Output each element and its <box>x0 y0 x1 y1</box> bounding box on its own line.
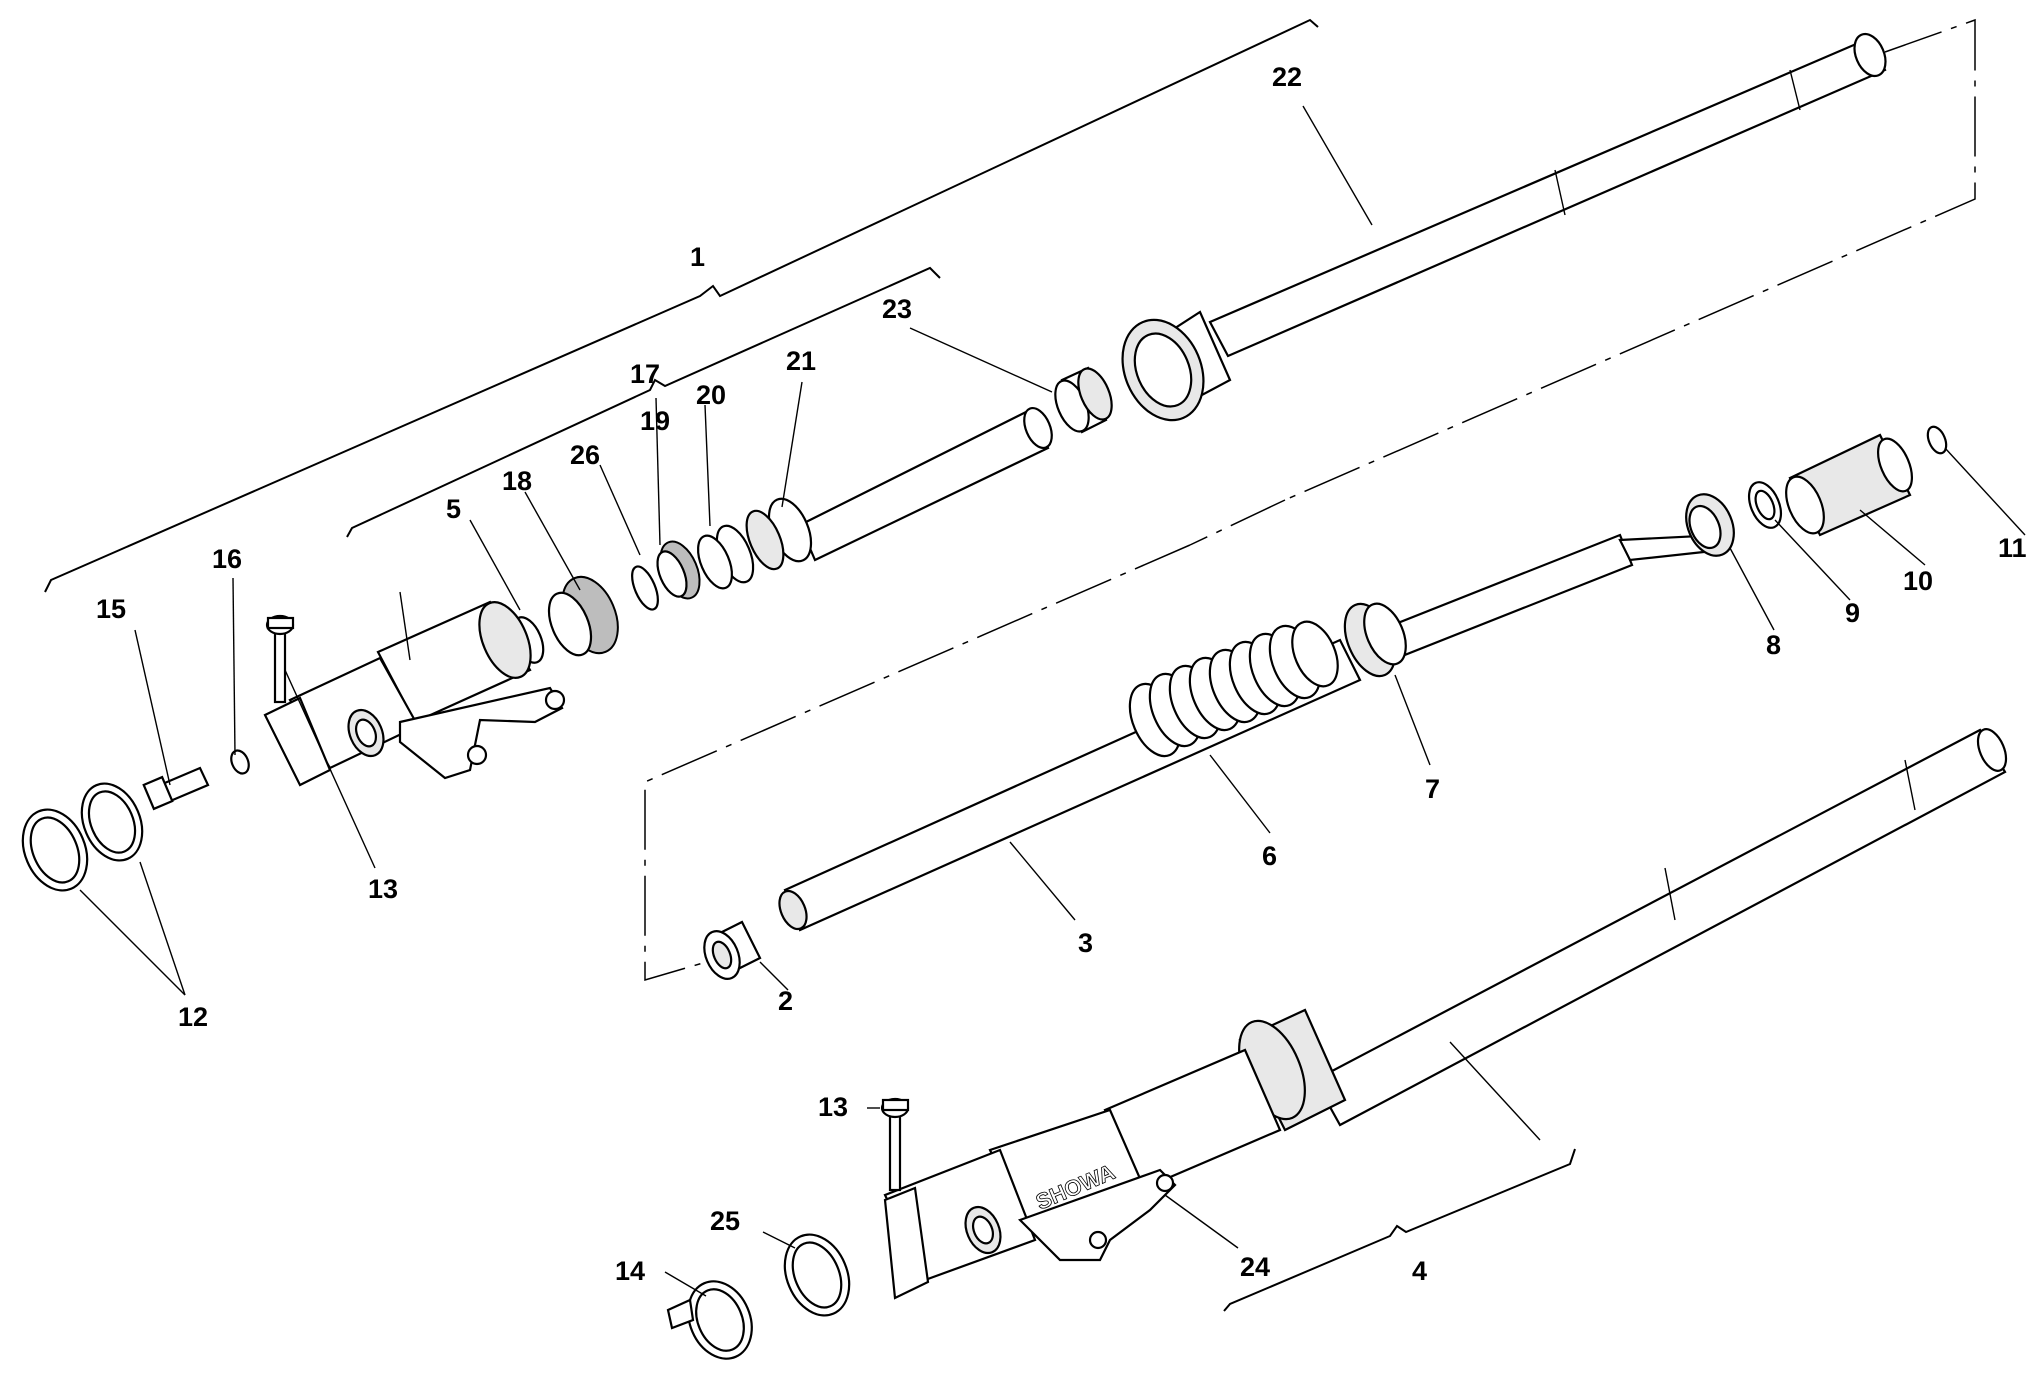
callout-23: 23 <box>882 294 912 324</box>
callout-20: 20 <box>696 380 726 410</box>
centerline-upper <box>644 18 1976 982</box>
bracket-assembly-4 <box>1223 1148 1576 1312</box>
damper-rod <box>778 533 1724 932</box>
bracket-assembly-1 <box>44 18 1319 593</box>
callout-17: 17 <box>630 359 660 389</box>
callout-5: 5 <box>446 494 461 524</box>
callout-6: 6 <box>1262 841 1277 871</box>
pinch-bolt-lower <box>880 1097 910 1192</box>
callout-18: 18 <box>502 466 532 496</box>
callout-1: 1 <box>690 242 705 272</box>
callout-26: 26 <box>570 440 600 470</box>
callout-14: 14 <box>615 1256 645 1286</box>
clamp-14 <box>666 1280 753 1360</box>
callout-24: 24 <box>1240 1252 1270 1282</box>
slider-body-left <box>263 600 566 787</box>
callout-21: 21 <box>786 346 816 376</box>
lower-assembly: SHOWA <box>883 728 2008 1300</box>
clamp-25 <box>783 1233 851 1317</box>
callout-9: 9 <box>1845 598 1860 628</box>
callout-labels: 1 2 3 4 5 6 7 8 9 10 11 12 13 13 14 15 1… <box>96 62 2026 1286</box>
callout-22: 22 <box>1272 62 1302 92</box>
callout-10: 10 <box>1903 566 1933 596</box>
callout-15: 15 <box>96 594 126 624</box>
guide-bushing <box>1054 366 1113 434</box>
leader-lines <box>79 105 2026 1297</box>
callout-7: 7 <box>1425 774 1440 804</box>
washer-16 <box>230 749 250 775</box>
callout-25: 25 <box>710 1206 740 1236</box>
circlip-11 <box>1926 425 1948 455</box>
piston-7 <box>1343 602 1407 678</box>
clamp-rings-12 <box>21 782 144 892</box>
seal-head-8 <box>1685 493 1735 557</box>
rebound-spring <box>1128 620 1339 758</box>
callout-2: 2 <box>778 986 793 1016</box>
callout-16: 16 <box>212 544 242 574</box>
callout-13-lower: 13 <box>818 1092 848 1122</box>
callout-11: 11 <box>1998 533 2026 563</box>
washer-9 <box>1747 481 1783 529</box>
callout-8: 8 <box>1766 630 1781 660</box>
callout-4: 4 <box>1412 1256 1427 1286</box>
bleed-screw <box>142 766 210 811</box>
pinch-bolt-left <box>265 614 295 704</box>
bushing-2 <box>703 920 762 980</box>
callout-13-upper: 13 <box>368 874 398 904</box>
bracket-assembly-17 <box>346 266 941 538</box>
spring-10 <box>1785 433 1914 537</box>
outer-tube <box>1121 32 1887 422</box>
callout-19: 19 <box>640 406 670 436</box>
callout-3: 3 <box>1078 928 1093 958</box>
callout-12: 12 <box>178 1002 208 1032</box>
